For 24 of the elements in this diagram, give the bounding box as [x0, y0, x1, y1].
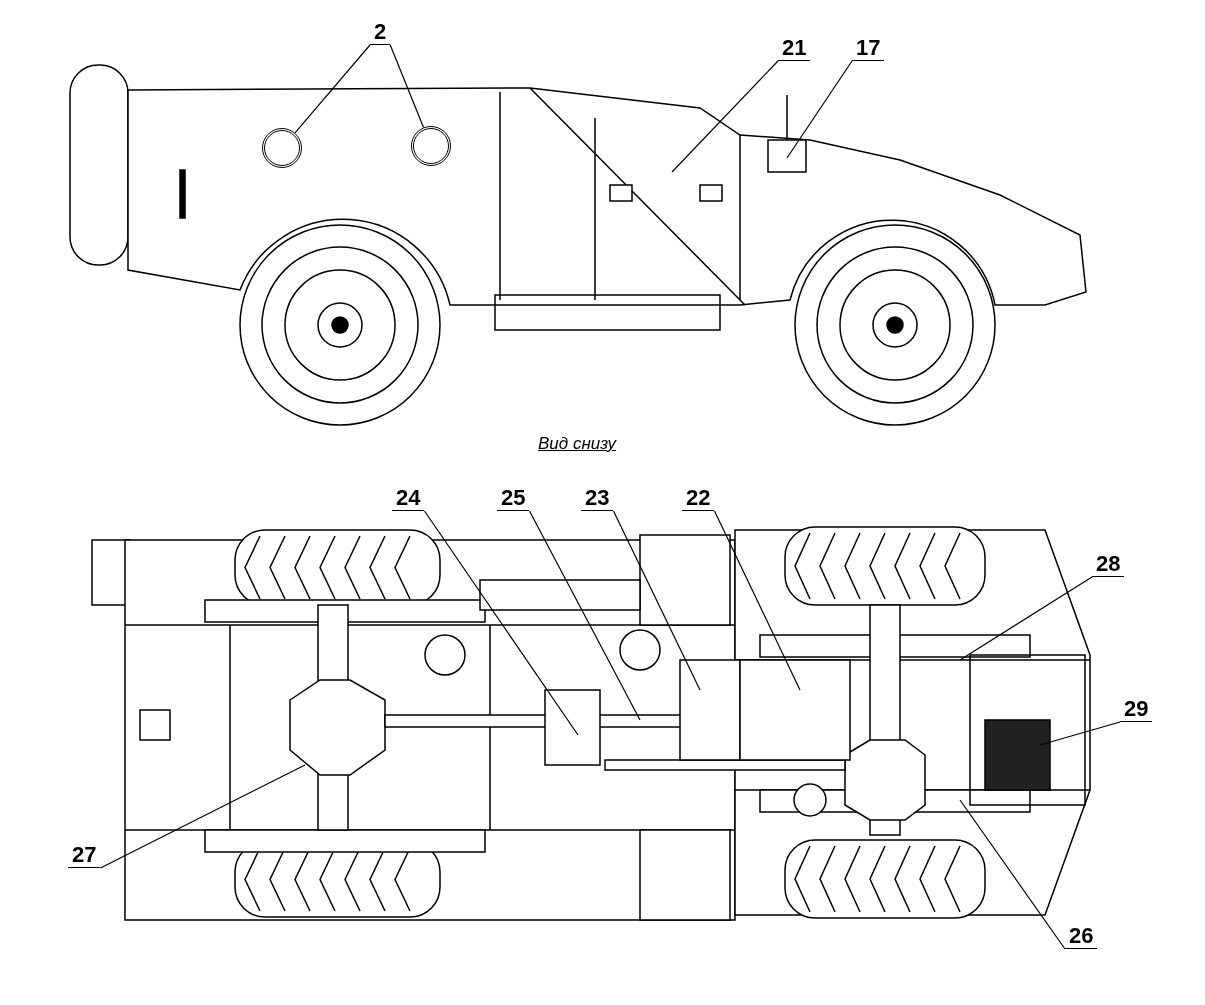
callout-number: 24 — [392, 486, 425, 511]
callout-number: 25 — [497, 486, 530, 511]
callout-number: 17 — [852, 36, 885, 61]
view-caption: Вид снизу — [538, 434, 617, 454]
leader-line — [294, 44, 371, 134]
leader-line — [959, 799, 1066, 950]
leader-line — [1039, 721, 1121, 746]
callout-number: 23 — [581, 486, 614, 511]
leader-line — [612, 510, 701, 691]
callout-number: 29 — [1120, 697, 1153, 722]
leader-line — [671, 60, 779, 173]
leader-line — [423, 510, 579, 736]
callout-number: 26 — [1065, 924, 1098, 949]
callout-number: 2 — [370, 20, 391, 45]
callout-number: 22 — [682, 486, 715, 511]
callout-number: 28 — [1092, 552, 1125, 577]
leader-line — [959, 576, 1093, 661]
callout-number: 21 — [778, 36, 811, 61]
leader-line — [528, 510, 641, 721]
leader-line — [389, 44, 425, 129]
leader-line — [99, 764, 306, 869]
leader-line — [713, 510, 801, 691]
callout-number: 27 — [68, 843, 101, 868]
leader-line — [786, 60, 853, 159]
